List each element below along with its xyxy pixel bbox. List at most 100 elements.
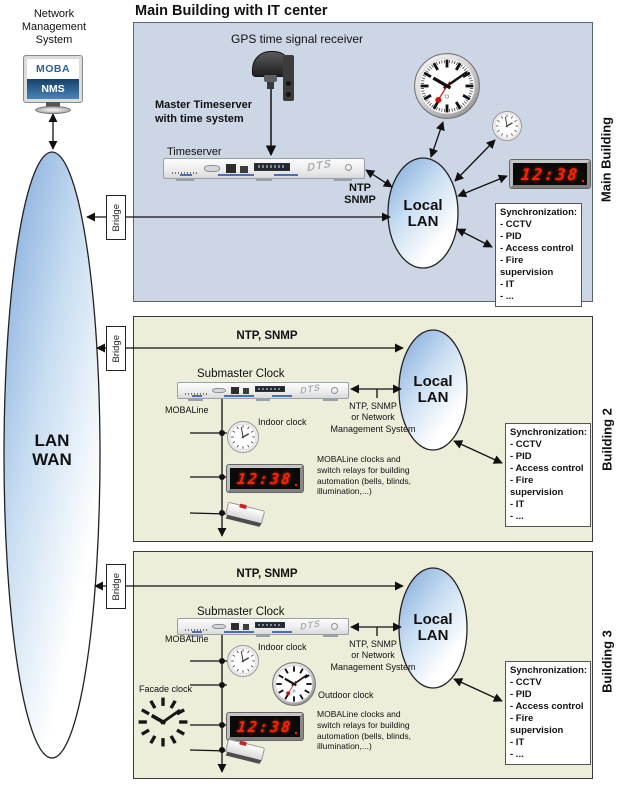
device-display [254, 386, 286, 393]
digital-clock-b2: 12:38 [227, 465, 303, 492]
facade-clock [137, 696, 189, 748]
led-dot [582, 180, 584, 182]
page-title: Main Building with IT center [135, 3, 328, 19]
arrow-lan-sync-main [456, 228, 493, 248]
lan-note-line: Management System [330, 661, 416, 672]
bridge-label: Bridge [110, 203, 122, 232]
moba-note-line: automation (bells, blinds, [317, 730, 412, 741]
ntp-snmp-label-main: NTP SNMP [340, 182, 380, 206]
sync-item: - CCTV [510, 677, 542, 688]
monitor-base [35, 106, 71, 114]
gps-label: GPS time signal receiver [231, 32, 364, 46]
outdoor-clock [272, 662, 316, 706]
sync-item: - IT [510, 737, 525, 748]
lan-note-line: or Network [351, 650, 395, 661]
header-b3: NTP, SNMP [236, 568, 298, 580]
sync-item: - PID [510, 451, 532, 462]
sync-item: - Fire supervision [500, 255, 554, 278]
sync-item: - Access control [500, 243, 574, 254]
arrow-lan-smallclock [454, 139, 496, 182]
lan-note-b3: NTP, SNMP or Network Management System [330, 639, 416, 673]
wan-ellipse [3, 151, 101, 759]
aux-port [240, 165, 248, 174]
ntp-line1: NTP [349, 182, 371, 194]
sync-item: - ... [510, 749, 524, 760]
side-label-main: Main Building [598, 116, 614, 203]
submaster-device-b3: DTS [177, 618, 349, 637]
timeserver-device: DTS [163, 158, 365, 181]
sync-item: - Access control [510, 463, 584, 474]
device-display [254, 162, 290, 171]
local-lan-label-b3: Local LAN [399, 612, 467, 643]
led-dot [295, 732, 297, 734]
sync-item: - PID [500, 231, 522, 242]
aux-port [242, 624, 250, 631]
wall-clock-main [414, 53, 480, 119]
sync-title: Synchronization: [510, 427, 588, 438]
lan-note-b2: NTP, SNMP or Network Management System [330, 401, 416, 435]
sync-item: - CCTV [510, 439, 542, 450]
arrow-lan-sync-b3 [453, 678, 503, 702]
indoor-clock-label-b2: Indoor clock [258, 417, 307, 427]
arrow-timeserver-lan [365, 169, 393, 188]
bridge-main: Bridge [106, 195, 126, 240]
ethernet-port [230, 387, 240, 395]
ntp-line2: SNMP [344, 193, 376, 206]
sync-title: Synchronization: [500, 207, 578, 218]
sync-item: - ... [500, 291, 514, 302]
gps-connector [267, 82, 274, 89]
digital-time: 12:38 [236, 717, 294, 736]
submaster-label-b3: Submaster Clock [197, 606, 285, 618]
submaster-label-b2: Submaster Clock [197, 368, 285, 380]
monitor-stand [46, 102, 60, 107]
ethernet-port [230, 623, 240, 631]
sync-item: - ... [510, 511, 524, 522]
serial-port [212, 624, 226, 630]
rack-vents [184, 628, 207, 631]
lan-line2: LAN [417, 626, 449, 644]
moba-note-line: automation (bells, blinds, [317, 475, 412, 486]
device-knob [330, 386, 338, 394]
moba-note-b2: MOBALine clocks and switch relays for bu… [317, 454, 429, 497]
junction-dots [219, 430, 225, 753]
device-brand: DTS [299, 381, 321, 396]
header-b2: NTP, SNMP [236, 330, 298, 342]
digital-time: 12:38 [236, 469, 294, 488]
device-knob [345, 163, 352, 171]
indoor-clock-b2 [227, 421, 259, 453]
rack-vents [172, 171, 198, 174]
sync-title: Synchronization: [510, 665, 588, 676]
timeserver-label: Timeserver [167, 146, 222, 158]
ethernet-port [226, 164, 236, 174]
rack-vents [184, 392, 207, 395]
nms-monitor-icon: MOBA NMS [24, 56, 82, 102]
sync-item: - IT [500, 279, 515, 290]
outdoor-clock-label: Outdoor clock [318, 690, 374, 700]
wan-label: LAN WAN [12, 431, 92, 469]
indoor-clock-b3 [227, 645, 259, 677]
master-timeserver-label: Master Timeserver with time system [155, 99, 252, 126]
lan-note-line: NTP, SNMP [349, 401, 397, 411]
serial-port [212, 388, 226, 394]
wan-line2: WAN [32, 450, 72, 469]
indoor-clock-label-b3: Indoor clock [258, 642, 307, 652]
nms-screen-bottom: NMS [27, 79, 79, 99]
arrow-lan-digitalclock [457, 174, 508, 198]
wan-line1: LAN [34, 431, 70, 450]
moba-note-line: illumination,...) [317, 486, 372, 497]
moba-note-line: switch relays for building [317, 464, 410, 475]
aux-port [242, 388, 250, 395]
submaster-device-b2: DTS [177, 381, 349, 401]
bridge-label: Bridge [110, 334, 122, 363]
bridge-b3: Bridge [106, 564, 126, 609]
moba-note-b3: MOBALine clocks and switch relays for bu… [317, 709, 429, 752]
digital-time: 12:38 [519, 164, 581, 184]
nms-screen-top: MOBA [27, 59, 79, 79]
nms-label: Network Management System [21, 8, 87, 46]
moba-note-line: MOBALine clocks and [317, 454, 401, 464]
local-lan-label-b2: Local LAN [399, 374, 467, 405]
master-line2: with time system [155, 112, 244, 125]
sync-item: - Fire supervision [510, 475, 564, 498]
facade-clock-label: Facade clock [139, 684, 193, 694]
